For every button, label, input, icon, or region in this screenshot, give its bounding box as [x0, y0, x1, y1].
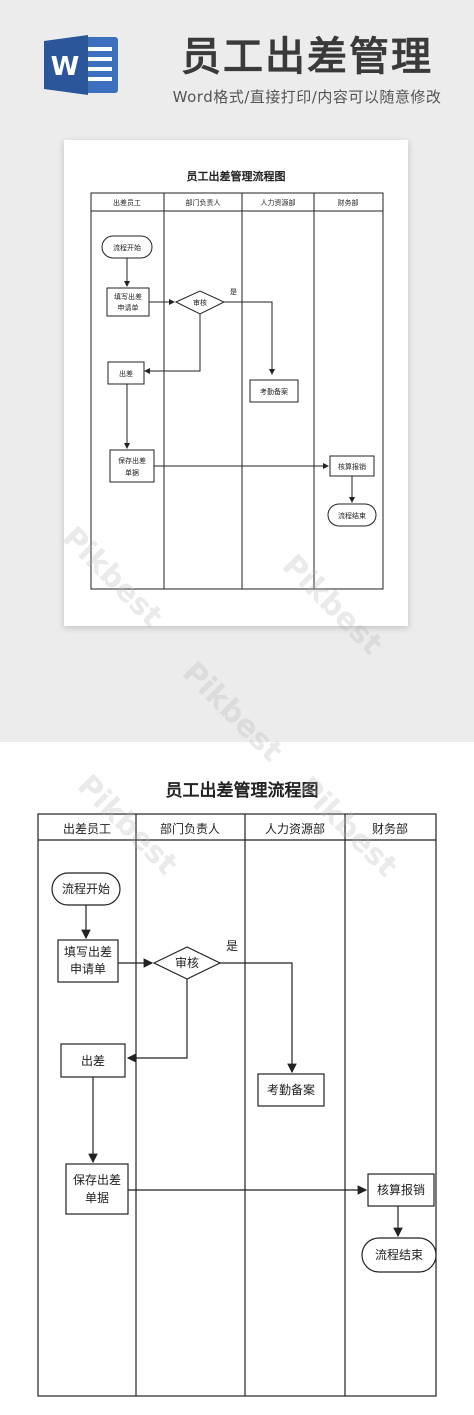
main-title: 员工出差管理流程图: [166, 780, 319, 801]
lane-manager: 部门负责人: [160, 821, 220, 836]
node-save-line2: 单据: [85, 1191, 109, 1205]
preview-node-apply-2: 申请单: [118, 303, 139, 312]
node-apply-line1: 填写出差: [64, 945, 112, 959]
preview-title: 员工出差管理流程图: [187, 169, 286, 183]
node-review: 审核: [175, 955, 199, 970]
preview-node-end: 流程结束: [338, 511, 366, 520]
banner-subtitle: Word格式/直接打印/内容可以随意修改: [172, 88, 442, 106]
main-flowchart: 员工出差管理流程图 出差员工 部门负责人 人力资源部 财务部 流程开始 填写出差…: [37, 780, 437, 1397]
lane-hr: 人力资源部: [265, 821, 325, 836]
node-end: 流程结束: [375, 1247, 423, 1262]
node-trip: 出差: [81, 1054, 105, 1068]
node-apply-line2: 申请单: [70, 962, 106, 976]
preview-document: 员工出差管理流程图 出差员工 部门负责人 人力资源部 财务部 流程开始 填写出差…: [64, 140, 408, 626]
preview-node-apply-1: 填写出差: [114, 292, 142, 301]
word-logo-icon: W: [44, 35, 118, 95]
lane-finance: 财务部: [372, 821, 408, 836]
preview-lane-employee: 出差员工: [113, 198, 141, 207]
preview-node-save-1: 保存出差: [118, 456, 146, 465]
preview-label-yes: 是: [230, 288, 237, 296]
node-save-line1: 保存出差: [73, 1173, 121, 1187]
preview-node-start: 流程开始: [113, 243, 141, 252]
preview-lane-finance: 财务部: [338, 198, 359, 207]
full-document: 员工出差管理流程图 出差员工 部门负责人 人力资源部 财务部 流程开始 填写出差…: [0, 742, 474, 1411]
label-yes: 是: [226, 939, 238, 953]
preview-flowchart: 员工出差管理流程图 出差员工 部门负责人 人力资源部 财务部 流程开始 填写出差…: [90, 169, 384, 590]
top-banner: W 员工出差管理 Word格式/直接打印/内容可以随意修改 员工出差管理流程图 …: [0, 0, 474, 742]
preview-lane-hr: 人力资源部: [261, 198, 296, 207]
lane-employee: 出差员工: [63, 822, 111, 836]
preview-node-save-2: 单据: [125, 468, 139, 477]
preview-node-review: 审核: [193, 298, 207, 307]
node-start: 流程开始: [62, 881, 110, 896]
preview-node-trip: 出差: [119, 369, 133, 378]
preview-node-attendance: 考勤备案: [260, 387, 288, 396]
banner-title: 员工出差管理: [181, 34, 433, 80]
node-reimburse: 核算报销: [377, 1182, 425, 1197]
preview-lane-manager: 部门负责人: [186, 198, 221, 207]
node-attendance: 考勤备案: [267, 1082, 315, 1097]
logo-letter: W: [51, 52, 80, 82]
preview-node-reimburse: 核算报销: [338, 462, 366, 471]
